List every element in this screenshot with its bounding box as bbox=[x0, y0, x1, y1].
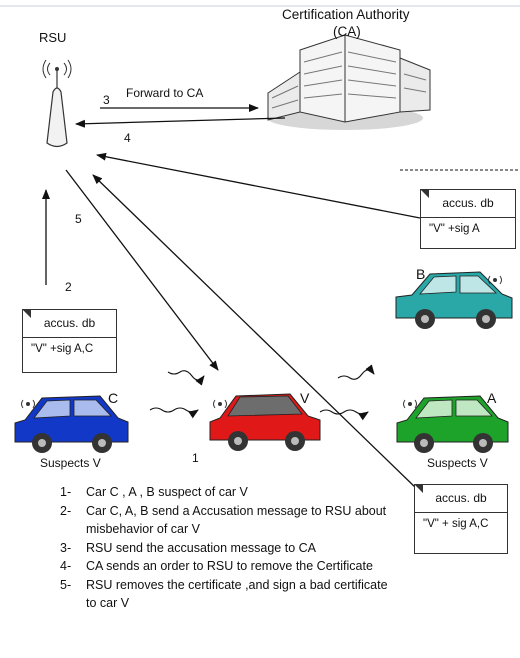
car-a-letter: A bbox=[487, 390, 497, 406]
card-fold-icon bbox=[414, 484, 423, 493]
card-content: "V" +sig A bbox=[429, 223, 480, 235]
car-a bbox=[396, 395, 509, 453]
ca-building-icon bbox=[267, 34, 431, 130]
ca-label-line2: (CA) bbox=[333, 24, 361, 39]
card-fold-icon bbox=[22, 309, 31, 318]
arrow-remove-cert bbox=[65, 169, 219, 371]
step-item: 3-RSU send the accusation message to CA bbox=[60, 540, 316, 555]
edge-1-number: 1 bbox=[192, 451, 199, 465]
edge-5-number: 5 bbox=[75, 212, 82, 226]
accus-db-card-a: accus. db "V" + sig A,C bbox=[414, 484, 508, 554]
card-content: "V" +sig A,C bbox=[31, 343, 94, 355]
car-b-letter: B bbox=[416, 266, 426, 282]
card-title: accus. db bbox=[23, 310, 116, 338]
accus-db-card-left: accus. db "V" +sig A,C bbox=[22, 309, 117, 373]
edge-4-number: 4 bbox=[124, 131, 131, 145]
steps-list: 1-Car C , A , B suspect of car V 2-Car C… bbox=[60, 483, 400, 613]
arrow-card-a-to-rsu bbox=[92, 174, 419, 491]
edge-2-number: 2 bbox=[65, 280, 72, 294]
signal-waves bbox=[149, 364, 375, 421]
step-item: 4-CA sends an order to RSU to remove the… bbox=[60, 559, 373, 573]
card-title: accus. db bbox=[421, 190, 515, 218]
rsu-antenna-icon bbox=[42, 59, 72, 148]
edge-3-number: 3 bbox=[103, 93, 110, 107]
car-c bbox=[14, 395, 129, 453]
car-b bbox=[395, 271, 513, 329]
rsu-label: RSU bbox=[39, 30, 67, 45]
card-fold-icon bbox=[420, 189, 429, 198]
card-title: accus. db bbox=[415, 485, 507, 513]
car-v bbox=[209, 393, 321, 451]
accus-db-card-b: accus. db "V" +sig A bbox=[420, 189, 516, 249]
edge-3-label: Forward to CA bbox=[126, 86, 204, 100]
car-v-letter: V bbox=[300, 390, 310, 406]
arrow-card-b-to-rsu bbox=[96, 152, 421, 219]
step-item: 5-RSU removes the certificate ,and sign … bbox=[60, 577, 388, 611]
arrow-ca-order bbox=[75, 117, 286, 128]
ca-label-line1: Certification Authority bbox=[282, 7, 410, 22]
step-item: 1-Car C , A , B suspect of car V bbox=[60, 485, 248, 499]
card-content: "V" + sig A,C bbox=[423, 518, 489, 530]
suspects-left-label: Suspects V bbox=[40, 456, 101, 470]
car-c-letter: C bbox=[108, 390, 119, 406]
step-item: 2-Car C, A, B send a Accusation message … bbox=[60, 503, 387, 537]
suspects-right-label: Suspects V bbox=[427, 456, 488, 470]
